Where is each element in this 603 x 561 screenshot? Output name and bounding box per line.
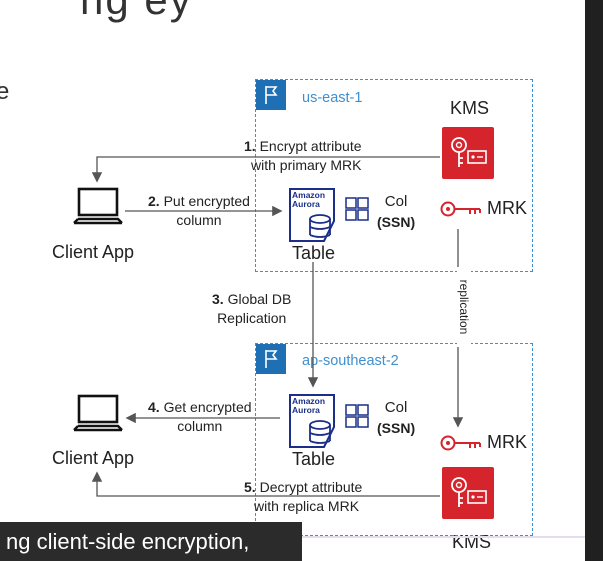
region-label-ap-southeast-2: ap-southeast-2 <box>302 353 399 369</box>
mrk-label-top: MRK <box>487 198 527 218</box>
region-us-east-1 <box>255 79 533 272</box>
region-flag-icon <box>256 80 286 110</box>
kms-key-icon <box>442 467 494 519</box>
column-label-bottom: Col (SSN) <box>377 399 416 436</box>
table-label-bottom: Table <box>292 449 336 469</box>
mrk-label-bottom: MRK <box>487 432 527 452</box>
region-label-us-east-1: us-east-1 <box>302 90 363 106</box>
step-3-label: 3. Global DB Replication <box>212 291 292 326</box>
region-ap-southeast-2 <box>255 343 533 536</box>
column-label-top: Col (SSN) <box>377 193 416 230</box>
replication-label: replication <box>457 267 471 347</box>
video-progress-line[interactable] <box>302 536 585 538</box>
table-label-top: Table <box>292 243 336 263</box>
kms-label-top: KMS <box>450 98 490 118</box>
step-1-label: 1. Encrypt attribute with primary MRK <box>244 138 362 173</box>
region-flag-icon <box>256 344 286 374</box>
client-app-label-bottom: Client App <box>52 448 135 468</box>
kms-key-icon <box>442 127 494 179</box>
step-5-label: 5. Decrypt attribute with replica MRK <box>244 479 363 514</box>
step-2-label: 2. Put encrypted column <box>148 193 250 228</box>
step-4-label: 4. Get encrypted column <box>148 399 252 434</box>
subtitle-caption: ng client-side encryption, <box>0 522 302 561</box>
page-title-fragment: ng ey <box>80 0 193 24</box>
right-edge-bar <box>585 0 603 561</box>
client-app-label-top: Client App <box>52 242 135 262</box>
left-text-fragment: e <box>0 78 10 105</box>
